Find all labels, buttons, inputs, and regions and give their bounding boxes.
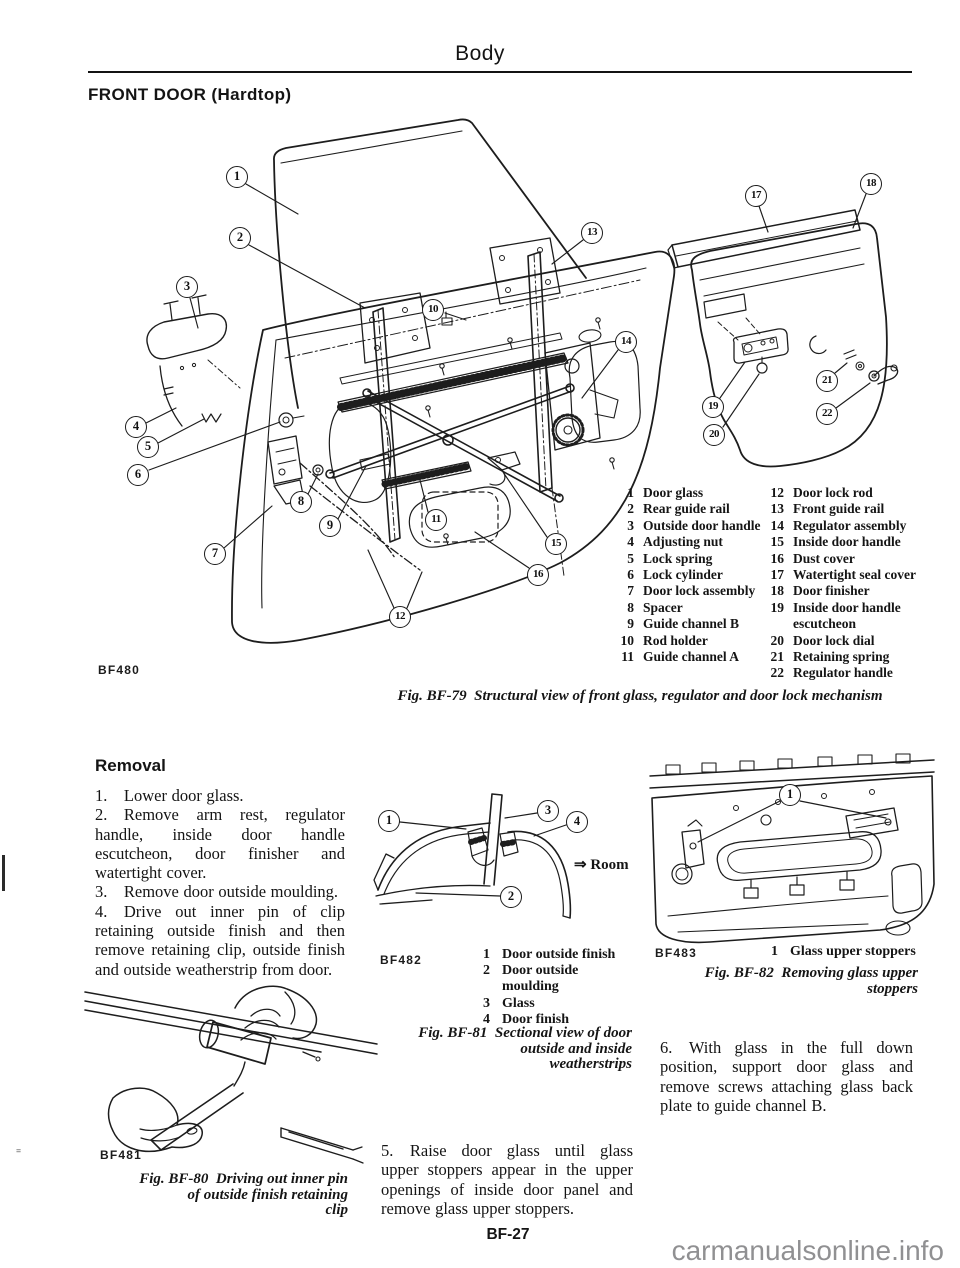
callout-22: 22 — [816, 403, 838, 425]
fig-bf81-caption: Fig. BF-81 Sectional view of door outsid… — [418, 1025, 632, 1073]
callout-bf482-4: 4 — [566, 811, 588, 833]
step-6-paragraph: 6. With glass in the full down position,… — [660, 1038, 913, 1115]
parts-list-item: escutcheon — [793, 616, 856, 632]
callout-19: 19 — [702, 396, 724, 418]
header-rule — [88, 71, 912, 74]
callout-3: 3 — [176, 276, 198, 298]
room-direction-label: ⇒ Room — [574, 857, 629, 873]
weatherstrip-section-illustration — [372, 792, 636, 942]
door-mechanism-illustration — [90, 108, 680, 653]
photo-label-bf483: BF483 — [655, 946, 698, 960]
callout-7: 7 — [204, 543, 226, 565]
removal-step-2: 2. Remove arm rest, regulator handle, in… — [95, 805, 345, 883]
callout-13: 13 — [581, 222, 603, 244]
stray-mark: = — [16, 1146, 22, 1156]
page-header: Body — [455, 42, 505, 65]
watermark: carmanualsonline.info — [671, 1235, 944, 1266]
callout-10: 10 — [422, 299, 444, 321]
callout-4: 4 — [125, 416, 147, 438]
photo-label-bf480: BF480 — [98, 663, 141, 677]
page-number: BF-27 — [486, 1226, 530, 1243]
callout-9: 9 — [319, 515, 341, 537]
callout-12: 12 — [389, 606, 411, 628]
callout-bf482-1: 1 — [378, 810, 400, 832]
callout-8: 8 — [290, 491, 312, 513]
removal-steps: 1. Lower door glass. 2. Remove arm rest,… — [95, 786, 345, 979]
callout-17: 17 — [745, 185, 767, 207]
section-title: FRONT DOOR (Hardtop) — [88, 85, 292, 104]
removal-step-3: 3. Remove door outside moulding. — [95, 882, 339, 902]
callout-15: 15 — [545, 533, 567, 555]
fig-bf79-caption: Fig. BF-79 Structural view of front glas… — [397, 688, 883, 704]
callout-11: 11 — [425, 509, 447, 531]
step-5-paragraph: 5. Raise door glass until glass upper st… — [381, 1141, 633, 1218]
door-trim-illustration — [660, 172, 940, 472]
photo-label-bf482: BF482 — [380, 953, 423, 967]
callout-bf482-2: 2 — [500, 886, 522, 908]
removal-step-4: 4. Drive out inner pin of clip retaining… — [95, 901, 345, 979]
callout-21: 21 — [816, 370, 838, 392]
revision-bar — [2, 855, 5, 891]
callout-18: 18 — [860, 173, 882, 195]
callout-20: 20 — [703, 424, 725, 446]
removal-step-1: 1. Lower door glass. — [95, 786, 244, 805]
removal-heading: Removal — [95, 756, 166, 775]
callout-16: 16 — [527, 564, 549, 586]
inner-panel-illustration — [648, 756, 936, 946]
hammer-clip-illustration — [85, 980, 367, 1152]
callout-2: 2 — [229, 227, 251, 249]
callout-6: 6 — [127, 464, 149, 486]
fig-bf80-caption: Fig. BF-80 Driving out inner pin of outs… — [139, 1171, 348, 1219]
callout-bf482-3: 3 — [537, 800, 559, 822]
photo-label-bf481: BF481 — [100, 1148, 143, 1162]
fig-bf82-caption: Fig. BF-82 Removing glass upper stoppers — [704, 965, 918, 997]
callout-14: 14 — [615, 331, 637, 353]
callout-1: 1 — [226, 166, 248, 188]
callout-bf483-1: 1 — [779, 784, 801, 806]
callout-5: 5 — [137, 436, 159, 458]
